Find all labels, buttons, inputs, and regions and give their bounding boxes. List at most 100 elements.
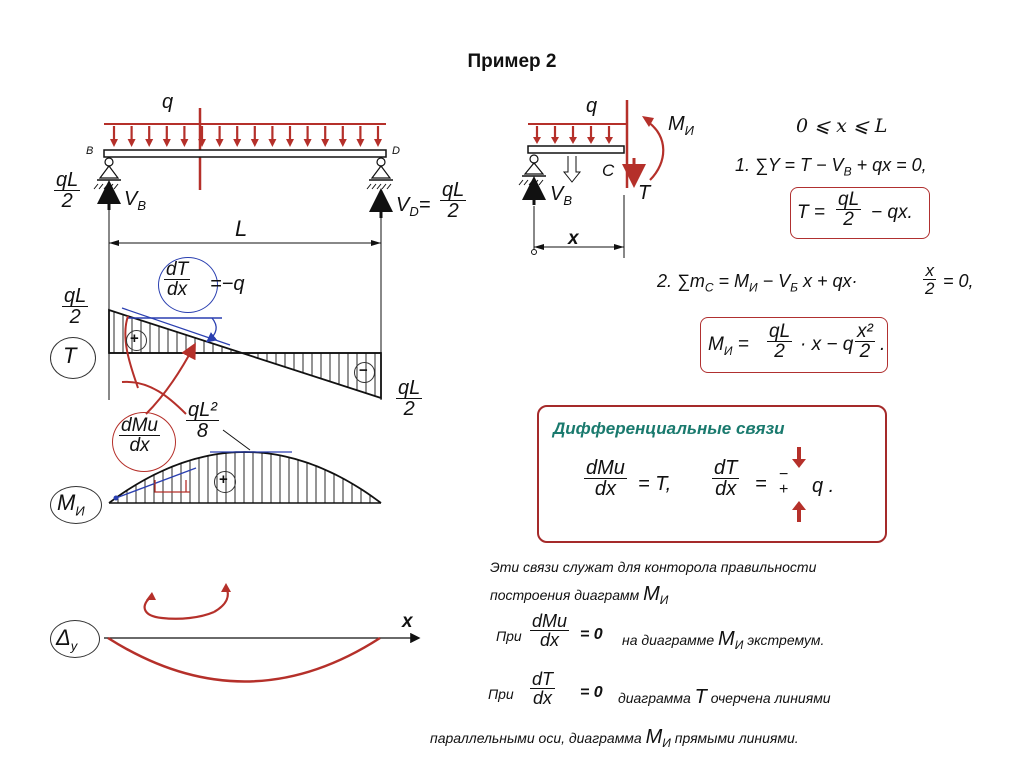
- section-load-label: q: [586, 95, 598, 117]
- deflection-diagram: [104, 583, 421, 683]
- note-line-4-pre: При: [488, 686, 514, 702]
- note-line-3-pre: При: [496, 628, 522, 644]
- diff-formula-2-sign-minus: −: [779, 466, 789, 483]
- load-arrow-head: [110, 139, 118, 147]
- shear-minus-text: −: [359, 362, 368, 379]
- load-arrow-head: [303, 139, 312, 147]
- link-arrows: [121, 315, 196, 415]
- shear-minus-sign: [354, 362, 375, 383]
- note-line-3-eq: = 0: [580, 626, 603, 643]
- section-moment-label: MИ: [668, 113, 694, 138]
- moment-plus-text: +: [219, 471, 228, 488]
- beam: [103, 149, 387, 158]
- reaction-d-label: VD=: [396, 194, 431, 219]
- m-result-end: .: [880, 334, 886, 355]
- range-condition: 0 ⩽ x ⩽ L: [796, 115, 888, 137]
- point-d-label: D: [392, 145, 400, 157]
- equation-1: 1. ∑Y = T − VB + qx = 0,: [735, 155, 927, 179]
- shear-label-circle: [50, 337, 96, 379]
- load-arrow-head: [180, 139, 189, 147]
- section-load-arrow-head: [569, 137, 577, 144]
- load-arrow-head: [145, 139, 154, 147]
- moment-label: MИ: [57, 490, 85, 519]
- page-title: Пример 2: [467, 51, 557, 72]
- load-label: q: [162, 91, 174, 113]
- load-arrow-head: [321, 139, 330, 147]
- note-line-4-eq: = 0: [580, 684, 603, 701]
- span-label: L: [235, 216, 248, 241]
- diff-formula-2-sign-plus: +: [779, 481, 789, 498]
- equation-2: 2. ∑mC = MИ − VБ x + qx·: [657, 271, 858, 295]
- diff-formula-2-rhs: q .: [812, 475, 835, 497]
- section-x-label: x: [568, 228, 579, 249]
- deflection-label: Δy: [56, 625, 78, 654]
- diff-formula-2-eq: =: [755, 473, 767, 495]
- m-result-box: [700, 317, 888, 373]
- section-load-arrow-head: [587, 137, 595, 144]
- shear-label: T: [63, 343, 77, 368]
- moment-diagram: [108, 429, 382, 504]
- load-arrow-head: [215, 139, 224, 147]
- load-arrow-head: [233, 139, 242, 147]
- load-arrow-head: [338, 139, 347, 147]
- note-line-3-text: на диаграмме MИ экстремум.: [622, 628, 825, 652]
- load-arrow-head: [162, 139, 171, 147]
- load-arrow-head: [127, 139, 136, 147]
- shear-plus-text: +: [130, 330, 139, 347]
- differential-relations-box: [537, 405, 887, 543]
- m-result-mid: · x − q: [800, 334, 854, 355]
- note-line-5: параллельными оси, диаграмма MИ прямыми …: [430, 726, 799, 750]
- shear-plus-sign: [126, 330, 147, 351]
- load-direction-arrows: [792, 447, 806, 522]
- diff-formula-1-rhs: = T,: [638, 473, 672, 495]
- moment-label-circle: [50, 486, 102, 524]
- m-result-lhs: MИ =: [708, 334, 749, 358]
- shear-slope-rhs: =−q: [210, 273, 245, 295]
- moment-slope-circle: [112, 412, 176, 472]
- section-load-arrow-head: [605, 137, 613, 144]
- section-reaction-label: VB: [550, 183, 573, 208]
- point-b-label: B: [86, 145, 94, 157]
- note-line-1: Эти связи служат для конторола правильно…: [490, 559, 817, 575]
- distributed-load: [104, 108, 386, 190]
- section-load-arrow-head: [551, 137, 559, 144]
- shear-diagram: [108, 307, 382, 400]
- load-arrow-head: [374, 139, 382, 147]
- support-b-icon: [93, 157, 121, 210]
- note-line-2: построения диаграмм MИ: [490, 583, 669, 607]
- support-d-icon: [366, 157, 393, 218]
- load-arrow-head: [268, 139, 277, 147]
- differential-relations-heading: Дифференциальные связи: [553, 419, 785, 438]
- section-shear-label: T: [638, 182, 651, 204]
- t-result-lhs: T =: [797, 202, 825, 223]
- load-arrow-head: [286, 139, 294, 147]
- deflection-label-circle: [50, 620, 100, 658]
- deflection-axis-label: x: [402, 611, 413, 632]
- section-free-body: [518, 100, 665, 258]
- note-line-4-text: диаграмма T очерчена линиями: [618, 686, 831, 708]
- section-load-arrow-head: [533, 137, 541, 144]
- t-result-box: [790, 187, 930, 239]
- load-arrow-head: [250, 139, 259, 147]
- section-point-c: C: [602, 161, 615, 180]
- moment-plus-sign: [214, 471, 236, 493]
- load-arrow-head: [356, 139, 365, 147]
- shear-slope-circle: [158, 257, 218, 313]
